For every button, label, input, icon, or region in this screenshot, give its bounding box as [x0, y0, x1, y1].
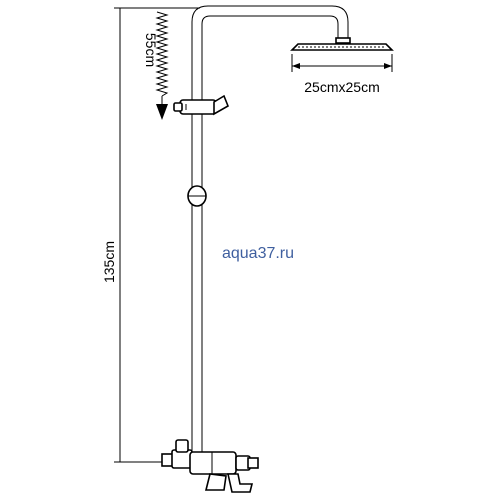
hand-shower-holder [173, 94, 230, 116]
riser-assembly [191, 5, 351, 455]
riser-pipe-inner [201, 15, 339, 455]
height-dimension: 135cm [101, 7, 200, 463]
head-size-label: 25cmx25cm [304, 79, 379, 95]
head-width-arrow-right [384, 63, 392, 69]
holder-hook [213, 94, 230, 116]
height-label: 135cm [101, 241, 117, 283]
spring-zigzag [155, 11, 169, 97]
holder-clamp-left [173, 102, 183, 112]
pipe-coupling [187, 185, 207, 207]
bath-spout [227, 473, 254, 493]
mixer-lever [204, 473, 227, 491]
arm-connector [335, 37, 351, 44]
slide-travel-label: 55cm [143, 33, 159, 67]
slide-arrow-head [156, 104, 168, 120]
shower-head: 25cmx25cm [290, 43, 394, 95]
wall-inlet-right-end [247, 457, 259, 469]
holder-body [179, 99, 217, 115]
slide-travel-indicator: 55cm [143, 11, 169, 120]
head-width-arrow-left [292, 63, 300, 69]
watermark-text: aqua37.ru [222, 245, 294, 262]
mixer-assembly [161, 439, 259, 493]
diverter-knob [175, 439, 189, 453]
riser-pipe-outer [191, 5, 349, 455]
mixer-body [189, 451, 237, 475]
